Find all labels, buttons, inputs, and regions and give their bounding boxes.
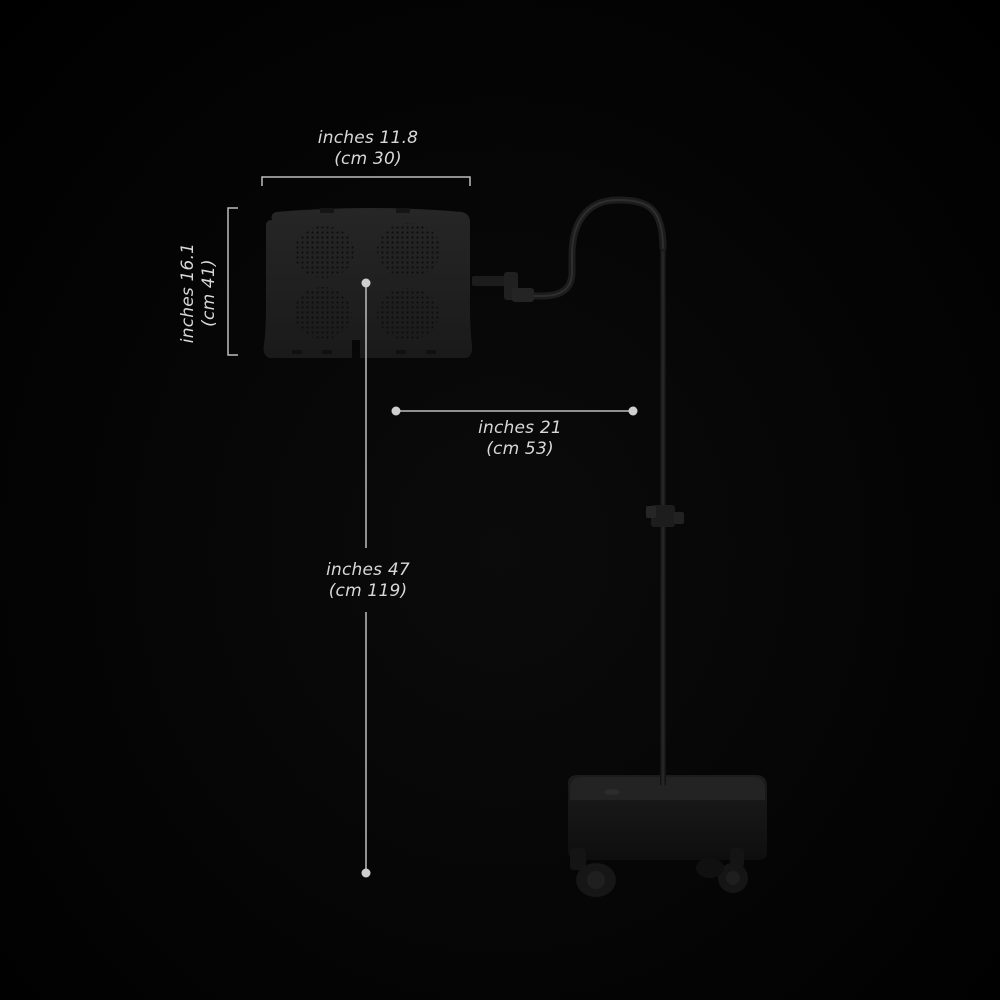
reach-start-dot bbox=[391, 406, 401, 416]
height-bottom-dot bbox=[361, 868, 371, 878]
reach-label: inches 21 (cm 53) bbox=[450, 418, 590, 460]
reach-end-dot bbox=[628, 406, 638, 416]
tray-height-cm: (cm 41) bbox=[199, 259, 219, 327]
height-top-dot bbox=[361, 278, 371, 288]
tray-height-inches: inches 16.1 bbox=[178, 242, 198, 344]
caster-wheel-rear bbox=[696, 858, 724, 878]
total-height-inches: inches 47 bbox=[326, 560, 410, 580]
dimension-endpoints bbox=[361, 278, 638, 878]
caster-wheel-front-right bbox=[718, 848, 748, 893]
wheeled-base bbox=[568, 775, 767, 897]
tray-mount-bracket bbox=[472, 272, 534, 302]
vent-grille-bottom-right bbox=[377, 288, 439, 340]
gooseneck-arm bbox=[518, 196, 667, 300]
caster-wheel-front-left bbox=[570, 848, 616, 897]
dimension-lines bbox=[227, 176, 633, 873]
tray-height-bracket bbox=[227, 207, 238, 356]
total-height-label: inches 47 (cm 119) bbox=[298, 560, 438, 602]
reach-inches: inches 21 bbox=[478, 418, 562, 438]
tray-width-bracket bbox=[261, 176, 471, 186]
tray-width-cm: (cm 30) bbox=[334, 149, 402, 169]
tray-height-label: inches 16.1 (cm 41) bbox=[178, 223, 220, 363]
tray-width-inches: inches 11.8 bbox=[317, 128, 419, 148]
vent-grille-top-right bbox=[377, 223, 441, 277]
tray-width-label: inches 11.8 (cm 30) bbox=[298, 128, 438, 170]
vent-grille-top-left bbox=[294, 226, 354, 278]
total-height-cm: (cm 119) bbox=[328, 581, 408, 601]
vent-grille-bottom-left bbox=[294, 287, 352, 339]
telescopic-pole bbox=[646, 245, 684, 785]
reach-cm: (cm 53) bbox=[486, 439, 554, 459]
